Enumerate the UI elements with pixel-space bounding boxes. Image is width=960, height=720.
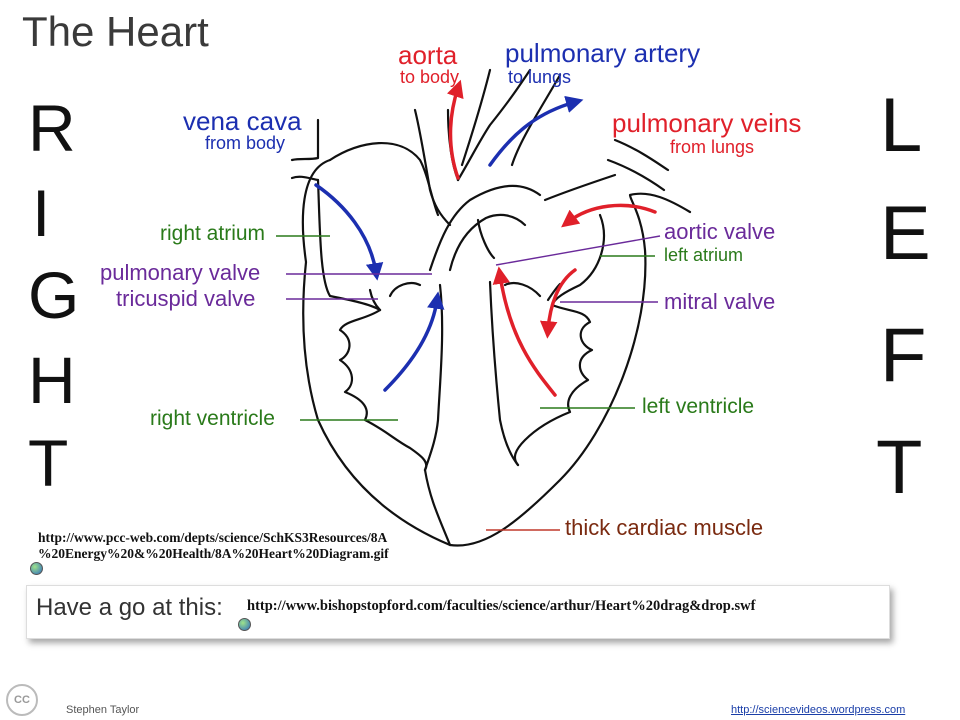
label-pulmonary-veins-sub: from lungs xyxy=(670,137,755,157)
label-pulmonary-veins: pulmonary veins xyxy=(612,108,802,138)
label-pulmonary-artery-sub: to lungs xyxy=(508,67,572,87)
label-mitral-valve: mitral valve xyxy=(664,289,776,314)
side-letter: G xyxy=(28,258,80,332)
source-url-line2[interactable]: %20Energy%20&%20Health/8A%20Heart%20Diag… xyxy=(38,546,389,561)
label-left-atrium: left atrium xyxy=(664,245,744,265)
cc-badge-icon: CC xyxy=(6,684,38,716)
side-letter: T xyxy=(28,426,69,500)
label-aorta-sub: to body xyxy=(400,67,460,87)
side-letter: E xyxy=(880,191,931,276)
have-a-go-text: Have a go at this: xyxy=(36,594,223,621)
label-vena-cava: vena cava xyxy=(183,106,302,136)
label-thick-cardiac-muscle: thick cardiac muscle xyxy=(565,515,764,540)
side-letter: T xyxy=(876,425,923,510)
source-url-line1[interactable]: http://www.pcc-web.com/depts/science/Sch… xyxy=(38,530,388,545)
label-left-ventricle: left ventricle xyxy=(642,395,755,418)
page-title: The Heart xyxy=(22,8,209,55)
side-letter: F xyxy=(880,313,927,398)
side-letter: I xyxy=(32,176,51,250)
have-a-go-panel xyxy=(26,585,890,639)
side-letter: L xyxy=(880,83,923,168)
label-right-ventricle: right ventricle xyxy=(150,407,275,430)
label-right-atrium: right atrium xyxy=(160,222,266,245)
label-pulmonary-valve: pulmonary valve xyxy=(100,260,261,285)
globe-icon[interactable] xyxy=(30,562,43,575)
have-a-go-url[interactable]: http://www.bishopstopford.com/faculties/… xyxy=(247,598,756,614)
footer-link[interactable]: http://sciencevideos.wordpress.com xyxy=(731,704,906,716)
label-aorta: aorta xyxy=(398,40,458,70)
side-letter: H xyxy=(28,343,76,417)
side-letter: R xyxy=(28,91,76,165)
label-aortic-valve: aortic valve xyxy=(664,219,776,244)
footer-author: Stephen Taylor xyxy=(66,704,140,716)
label-tricuspid-valve: tricuspid valve xyxy=(116,286,256,311)
label-pulmonary-artery: pulmonary artery xyxy=(505,38,701,68)
label-vena-cava-sub: from body xyxy=(205,133,286,153)
globe-icon[interactable] xyxy=(238,618,251,631)
